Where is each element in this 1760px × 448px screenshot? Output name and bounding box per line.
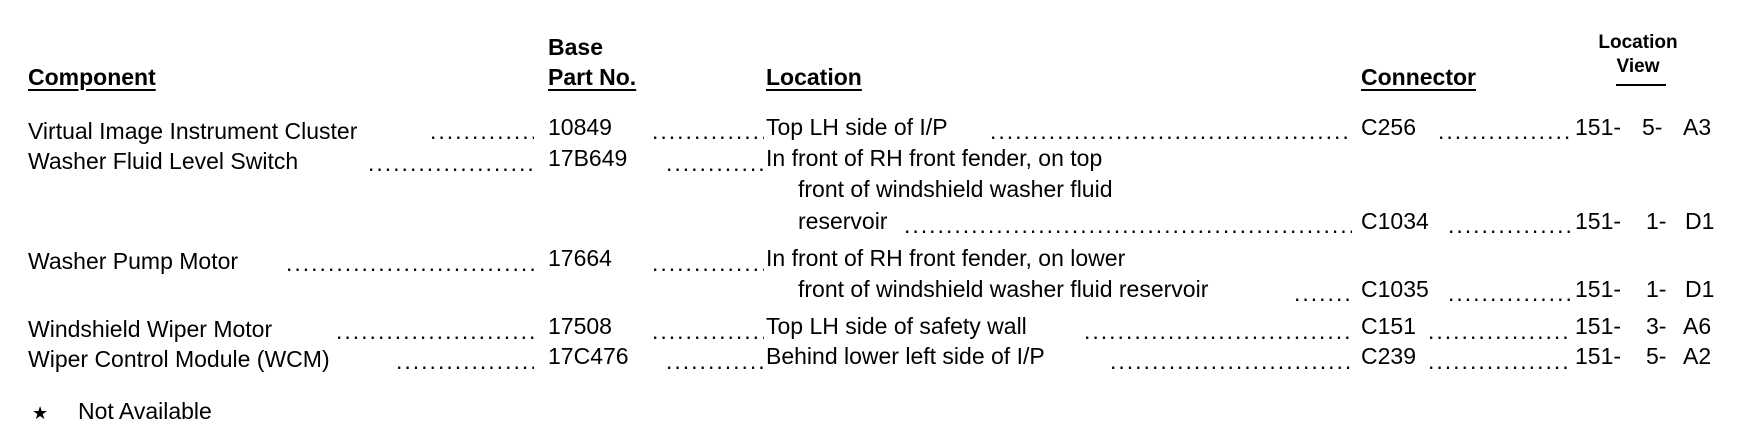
leader-dots: ........................................… [904, 212, 1352, 238]
base-part-number: 17508 [548, 313, 612, 339]
leader-dots: ........................................… [1110, 348, 1352, 374]
base-part-number: 17C476 [548, 343, 629, 369]
view-page: 151- [1575, 313, 1622, 339]
base-part-number: 17664 [548, 245, 612, 271]
header-location-view-line2: View [1616, 56, 1660, 77]
component-name: Virtual Image Instrument Cluster [28, 118, 358, 144]
leader-dots: ........................................… [368, 150, 534, 176]
leader-dots: .......................... [652, 318, 764, 344]
component-name: Washer Pump Motor [28, 248, 239, 274]
leader-dots: .............................. [1448, 280, 1570, 306]
view-section: 1- [1646, 276, 1667, 302]
view-section: 3- [1646, 313, 1667, 339]
location-text: Behind lower left side of I/P [766, 343, 1045, 369]
location-text: front of windshield washer fluid [798, 176, 1113, 202]
leader-dots: .............. [1294, 280, 1352, 306]
component-name: Wiper Control Module (WCM) [28, 346, 330, 372]
header-base: Base [548, 34, 603, 60]
leader-dots: .............................. [1448, 212, 1570, 238]
header-location-view-line1: Location [1598, 32, 1678, 53]
leader-dots: .......................... [666, 348, 764, 374]
leader-dots: ........................................… [336, 318, 534, 344]
leader-dots: ........................................… [1084, 318, 1352, 344]
connector-id: C239 [1361, 343, 1416, 369]
view-page: 151- [1575, 114, 1622, 140]
view-grid: A2 [1683, 343, 1712, 369]
location-text: Top LH side of safety wall [766, 313, 1027, 339]
view-grid: A3 [1683, 114, 1712, 140]
leader-dots: ........................................… [990, 118, 1352, 144]
connector-id: C256 [1361, 114, 1416, 140]
view-grid: D1 [1685, 276, 1715, 302]
base-part-number: 17B649 [548, 145, 628, 171]
leader-dots: .......................... [666, 150, 764, 176]
location-text: In front of RH front fender, on lower [766, 245, 1126, 271]
header-location-view-rule [1616, 84, 1666, 86]
leader-dots: .......................... [652, 118, 764, 144]
header-component: Component [28, 64, 156, 90]
connector-id: C1035 [1361, 276, 1429, 302]
view-grid: D1 [1685, 208, 1715, 234]
view-section: 5- [1646, 343, 1667, 369]
view-page: 151- [1575, 208, 1622, 234]
location-text: reservoir [798, 208, 888, 234]
leader-dots: .................................... [1428, 318, 1570, 344]
header-location: Location [766, 64, 862, 90]
view-grid: A6 [1683, 313, 1712, 339]
base-part-number: 10849 [548, 114, 612, 140]
leader-dots: ........................................… [286, 250, 534, 276]
component-name: Windshield Wiper Motor [28, 316, 273, 342]
location-text: In front of RH front fender, on top [766, 145, 1103, 171]
footnote-text: Not Available [78, 398, 212, 424]
header-connector: Connector [1361, 64, 1476, 90]
connector-id: C151 [1361, 313, 1416, 339]
view-page: 151- [1575, 276, 1622, 302]
view-section: 5- [1642, 114, 1663, 140]
leader-dots: .................................... [1428, 348, 1570, 374]
component-name: Washer Fluid Level Switch [28, 148, 299, 174]
leader-dots: .......................... [652, 250, 764, 276]
leader-dots: .................................. [1438, 118, 1570, 144]
location-text: front of windshield washer fluid reservo… [798, 276, 1209, 302]
location-text: Top LH side of I/P [766, 114, 948, 140]
star-icon: ★ [32, 403, 49, 423]
view-section: 1- [1646, 208, 1667, 234]
leader-dots: .................................. [396, 348, 534, 374]
header-part-no: Part No. [548, 64, 637, 90]
view-page: 151- [1575, 343, 1622, 369]
connector-id: C1034 [1361, 208, 1429, 234]
leader-dots: .......................... [430, 118, 534, 144]
